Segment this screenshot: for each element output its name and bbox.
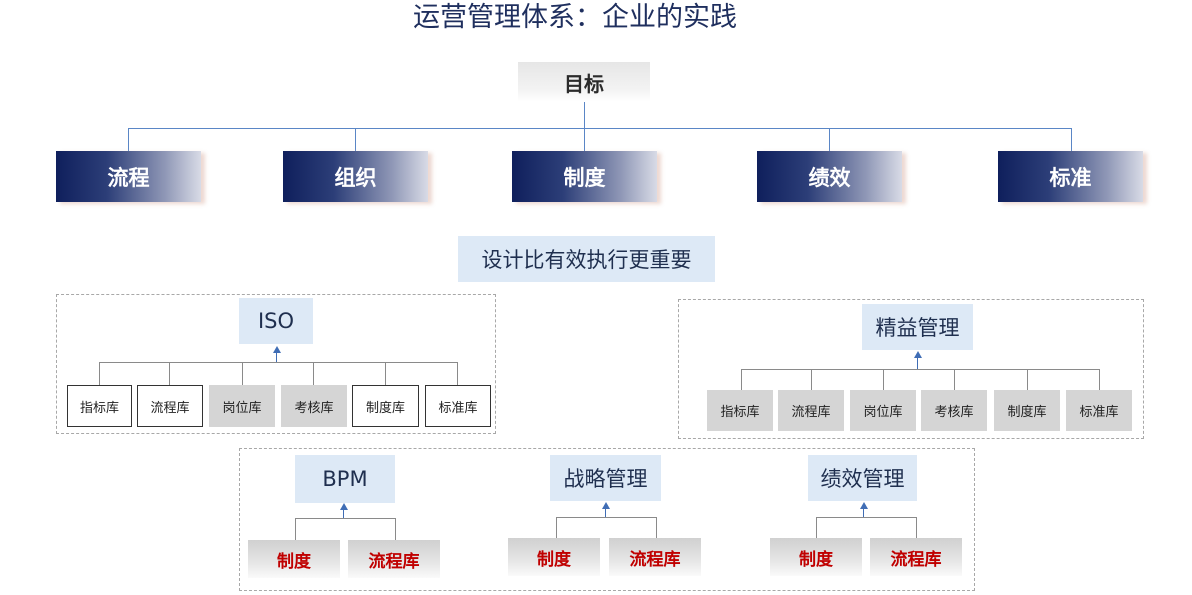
bpm-drop-2 — [395, 518, 396, 540]
performance-stem — [863, 509, 864, 517]
lean-lib-standard: 标准库 — [1066, 390, 1132, 431]
pillar-organization: 组织 — [283, 151, 428, 202]
iso-bus — [99, 362, 457, 363]
iso-lib-regulation: 制度库 — [352, 385, 419, 427]
performance-bus — [816, 517, 917, 518]
goal-bus — [128, 128, 1072, 129]
lean-lib-position: 岗位库 — [850, 390, 916, 431]
iso-arrow — [273, 346, 281, 353]
iso-stem — [276, 353, 277, 362]
lean-bus — [741, 369, 1100, 370]
bpm-drop-1 — [295, 518, 296, 540]
iso-label: ISO — [239, 298, 313, 344]
strategy-stem — [605, 509, 606, 517]
pillar-drop-4 — [829, 128, 830, 151]
lean-lib-indicator: 指标库 — [707, 390, 773, 431]
lean-lib-process: 流程库 — [778, 390, 844, 431]
lean-lib-regulation: 制度库 — [994, 390, 1060, 431]
performance-drop-1 — [816, 517, 817, 538]
bpm-item-regulation: 制度 — [248, 540, 340, 578]
iso-lib-process: 流程库 — [137, 385, 203, 427]
iso-lib-indicator: 指标库 — [67, 385, 132, 427]
iso-drop-3 — [242, 362, 243, 385]
pillar-drop-3 — [584, 128, 585, 151]
strategy-item-process-lib: 流程库 — [609, 538, 701, 576]
iso-drop-1 — [99, 362, 100, 385]
pillar-drop-2 — [355, 128, 356, 151]
lean-drop-5 — [1027, 369, 1028, 390]
pillar-standard: 标准 — [998, 151, 1143, 202]
bpm-item-process-lib: 流程库 — [348, 540, 440, 578]
principle-banner: 设计比有效执行更重要 — [458, 236, 715, 282]
goal-stem — [584, 102, 585, 129]
lean-group — [678, 299, 1144, 439]
lean-stem — [917, 358, 918, 369]
performance-item-process-lib: 流程库 — [870, 538, 962, 576]
strategy-drop-1 — [556, 517, 557, 538]
lean-lib-assessment: 考核库 — [921, 390, 987, 431]
lean-drop-6 — [1099, 369, 1100, 390]
strategy-drop-2 — [656, 517, 657, 538]
modules-group — [239, 448, 975, 591]
bpm-arrow — [340, 503, 348, 510]
bpm-label: BPM — [295, 455, 395, 503]
lean-drop-3 — [883, 369, 884, 390]
strategy-item-regulation: 制度 — [508, 538, 600, 576]
iso-lib-standard: 标准库 — [425, 385, 491, 427]
pillar-system: 制度 — [512, 151, 657, 202]
performance-mgmt-label: 绩效管理 — [808, 455, 917, 501]
lean-arrow — [914, 351, 922, 358]
iso-lib-assessment: 考核库 — [281, 385, 347, 427]
lean-drop-1 — [741, 369, 742, 390]
pillar-drop-1 — [128, 128, 129, 151]
lean-drop-4 — [954, 369, 955, 390]
iso-group — [56, 294, 496, 434]
strategy-bus — [556, 517, 657, 518]
pillar-process: 流程 — [56, 151, 201, 202]
page-title: 运营管理体系：企业的实践 — [413, 2, 737, 33]
performance-drop-2 — [916, 517, 917, 538]
pillar-performance: 绩效 — [757, 151, 902, 202]
lean-label: 精益管理 — [862, 304, 973, 350]
pillar-drop-5 — [1071, 128, 1072, 151]
strategy-arrow — [602, 502, 610, 509]
strategy-label: 战略管理 — [550, 455, 661, 501]
goal-box: 目标 — [518, 62, 650, 102]
lean-drop-2 — [811, 369, 812, 390]
bpm-bus — [295, 518, 396, 519]
iso-drop-2 — [169, 362, 170, 385]
performance-item-regulation: 制度 — [770, 538, 862, 576]
bpm-stem — [343, 510, 344, 518]
iso-lib-position: 岗位库 — [209, 385, 275, 427]
iso-drop-6 — [457, 362, 458, 385]
iso-drop-4 — [313, 362, 314, 385]
performance-arrow — [860, 502, 868, 509]
iso-drop-5 — [385, 362, 386, 385]
